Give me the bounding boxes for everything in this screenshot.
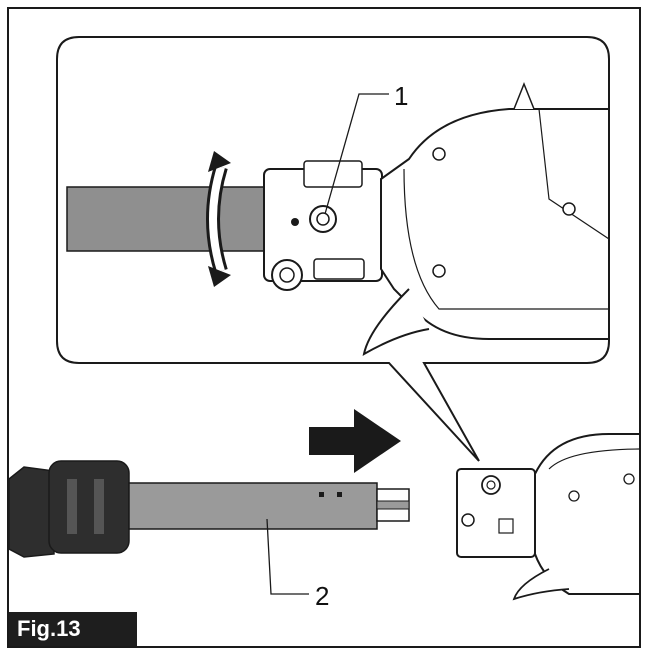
rotate-arrow-icon — [206, 151, 231, 287]
clamp-block — [263, 160, 383, 291]
figure-label: Fig.13 — [9, 612, 137, 646]
illustration — [9, 36, 639, 601]
extension-tube — [128, 482, 378, 530]
detail-inset — [56, 36, 610, 462]
push-arrow-icon — [309, 409, 401, 473]
inset-shaft — [66, 186, 268, 252]
figure-frame: 1 2 Fig.13 — [7, 7, 641, 648]
callout-1: 1 — [394, 81, 409, 111]
leader-line-1 — [324, 93, 389, 215]
callout-2: 2 — [315, 581, 330, 611]
tool-body-inset — [362, 81, 610, 356]
leader-line-2 — [266, 518, 309, 595]
shaft-assembly — [9, 460, 410, 595]
tool-body — [456, 433, 639, 601]
